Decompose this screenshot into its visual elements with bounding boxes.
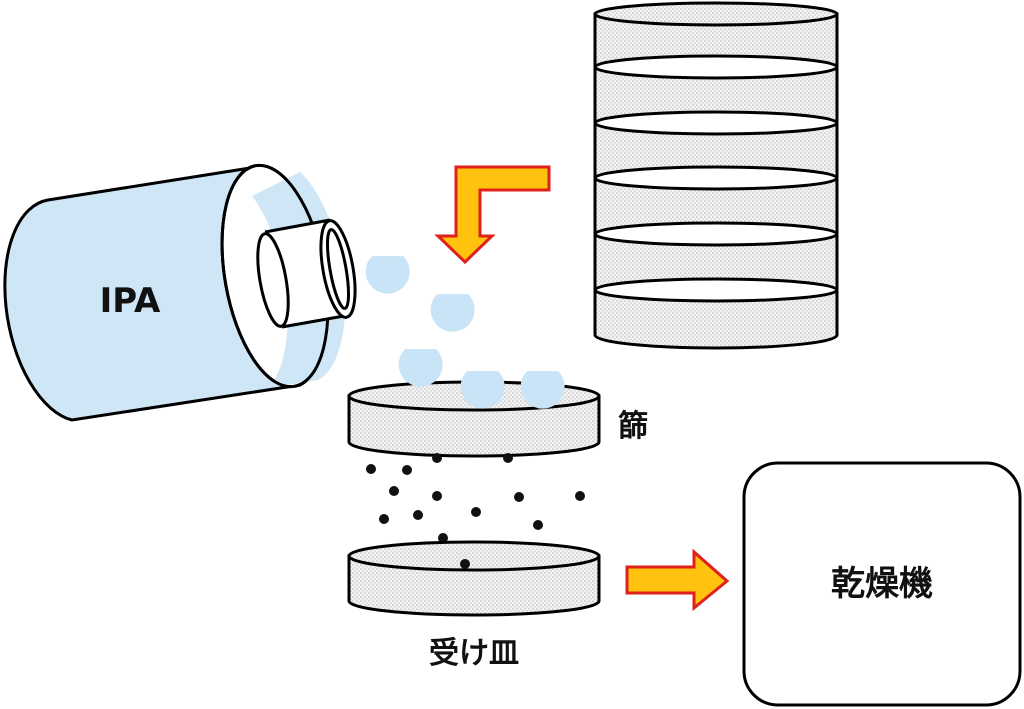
tray-icon: [347, 540, 601, 617]
particle: [533, 520, 543, 530]
right-arrow-icon: [625, 548, 730, 612]
particle: [503, 453, 513, 463]
particle: [432, 453, 442, 463]
dryer-label: 乾燥機: [831, 564, 933, 604]
particle: [438, 533, 448, 543]
tray-label: 受け皿: [429, 636, 519, 671]
droplet-icon: [365, 256, 410, 294]
particle: [514, 492, 524, 502]
bottle-icon: [3, 163, 357, 422]
particle: [366, 464, 376, 474]
droplet-icon: [430, 294, 475, 332]
sieve-label: 篩: [618, 409, 648, 444]
particles: [366, 453, 585, 543]
particle: [413, 510, 423, 520]
droplet-icon: [460, 371, 505, 409]
sieve-stack-icon: [593, 1, 839, 350]
particle: [575, 491, 585, 501]
particle: [402, 465, 412, 475]
bent-arrow-icon: [434, 165, 551, 265]
particle: [460, 559, 470, 569]
particle: [389, 486, 399, 496]
droplets: [365, 256, 565, 409]
dryer-box: [742, 461, 1022, 707]
droplet-icon: [398, 349, 443, 387]
particle: [379, 514, 389, 524]
bottle-label: IPA: [100, 281, 161, 321]
droplet-icon: [520, 371, 565, 409]
particle: [432, 491, 442, 501]
particle: [471, 507, 481, 517]
